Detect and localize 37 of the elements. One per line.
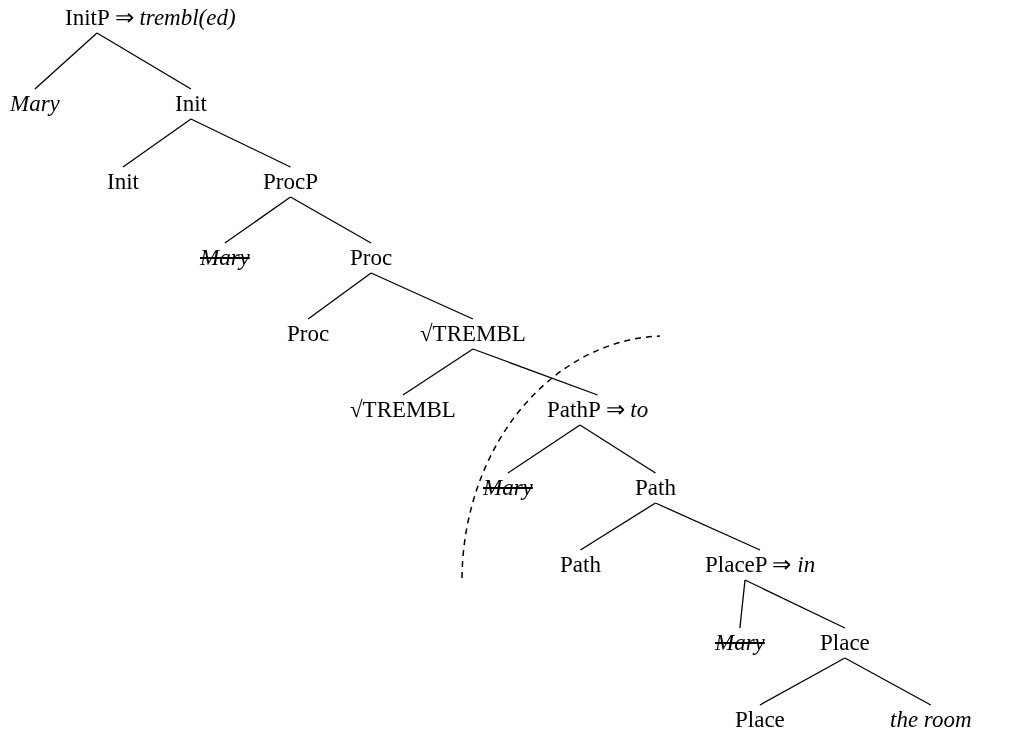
category-label: Init	[107, 169, 139, 195]
tree-branch-line	[34, 32, 98, 90]
category-label: Place	[820, 630, 870, 656]
tree-branch-line	[654, 502, 761, 551]
phrase-label: PathP ⇒ to	[547, 397, 649, 423]
category-label: Path	[560, 552, 601, 578]
phrase-label: PlaceP ⇒ in	[705, 552, 816, 578]
tree-branch-line	[370, 272, 474, 320]
struck-word-label: Mary	[200, 245, 250, 271]
root-label: √TREMBL	[420, 321, 526, 347]
tree-branch-line	[744, 579, 846, 629]
category-label: Init	[175, 91, 207, 117]
tree-branch-line	[739, 579, 746, 629]
phrase-label: ProcP	[263, 169, 318, 195]
category-label: Proc	[287, 321, 330, 347]
root-label: √TREMBL	[350, 397, 456, 423]
tree-branch-line	[507, 424, 581, 474]
tree-branch-line	[289, 196, 372, 244]
tree-branch-line	[224, 196, 292, 244]
struck-word-label: Mary	[483, 475, 533, 501]
struck-word-label: Mary	[715, 630, 765, 656]
tree-branch-line	[472, 348, 599, 396]
tree-branch-line	[96, 32, 192, 90]
tree-branch-line	[844, 657, 932, 706]
tree-branch-line	[579, 502, 657, 551]
category-label: Place	[735, 707, 785, 733]
tree-branch-line	[122, 118, 192, 168]
tree-branch-line	[579, 424, 657, 474]
phrase-label: InitP ⇒ trembl(ed)	[65, 5, 236, 31]
tree-branch-line	[402, 348, 474, 396]
tree-branch-line	[759, 657, 846, 706]
word-label: the room	[890, 707, 972, 733]
word-label: Mary	[10, 91, 60, 117]
category-label: Path	[635, 475, 676, 501]
tree-branch-line	[307, 272, 372, 320]
tree-branch-line	[190, 118, 292, 168]
category-label: Proc	[350, 245, 393, 271]
